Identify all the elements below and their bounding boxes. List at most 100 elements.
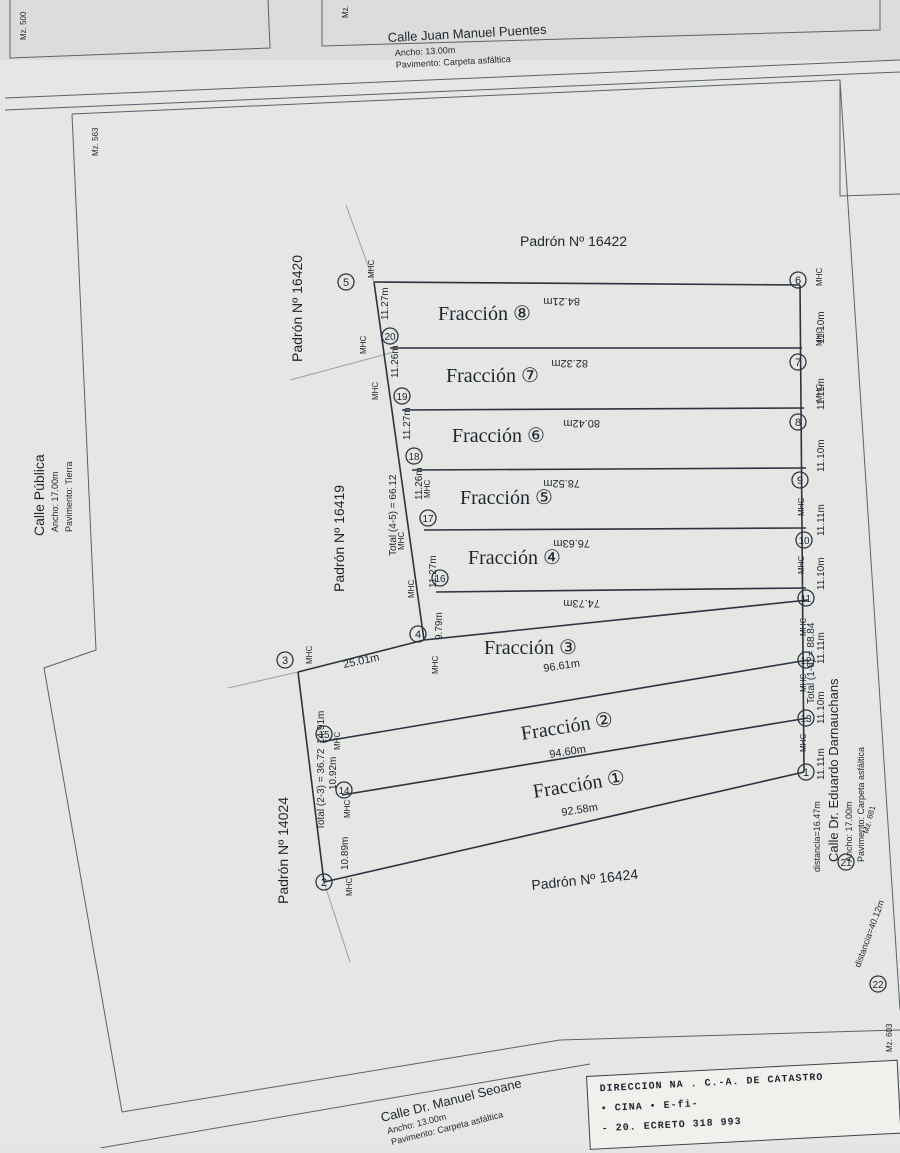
seg-19-20: 11.26m (390, 345, 401, 378)
total-2-3: Total (2-3) = 36.72 (316, 748, 327, 830)
extra-length: 84.21m (543, 295, 580, 307)
block-label-603: Mz. 603 (885, 1023, 894, 1052)
fraction-2-3-line (319, 659, 809, 743)
boundary-14024-top (227, 671, 299, 689)
mhc-18: MHC (423, 480, 432, 498)
svg-text:7: 7 (795, 357, 801, 369)
fraction-1-bottom-line (323, 771, 805, 883)
seg-12-11: 11.11m (816, 632, 827, 664)
seg-10-9: 11.11m (816, 504, 827, 536)
street-south-edge (99, 1063, 591, 1149)
point-13: 13 (797, 709, 815, 727)
svg-text:14: 14 (338, 786, 350, 797)
svg-text:10: 10 (798, 536, 810, 547)
street-west-name: Calle Pública (31, 454, 47, 536)
fraction-3-label: Fracción ③ (484, 637, 577, 659)
padron-16420-label: Padrón Nº 16420 (289, 255, 305, 362)
point-22: 22 (869, 975, 887, 993)
seg-18-19: 11.27m (402, 407, 413, 440)
fraction-1-length: 92.58m (561, 801, 599, 819)
mhc-11: MHC (799, 618, 808, 636)
svg-text:22: 22 (872, 980, 884, 991)
svg-text:21: 21 (840, 858, 852, 869)
fraction-8-length: 82.32m (551, 357, 588, 369)
parcel-3-4-line (297, 639, 425, 673)
svg-text:18: 18 (408, 452, 420, 463)
fraction-3-length: 96.61m (543, 657, 581, 675)
svg-text:4: 4 (415, 629, 421, 641)
svg-text:13: 13 (800, 714, 812, 725)
svg-text:17: 17 (422, 514, 434, 525)
block-main-top (71, 79, 900, 197)
seg-2-14: 10.89m (340, 837, 351, 870)
parcel-west-line (297, 671, 325, 883)
mhc-17: MHC (397, 532, 406, 550)
svg-text:15: 15 (318, 730, 330, 741)
point-11: 11 (797, 589, 815, 607)
seg-11-10: 11.10m (816, 557, 827, 590)
seg-15-3: 14.91m (316, 711, 327, 744)
distance-21: distancia=16.47m (812, 801, 822, 872)
svg-text:6: 6 (795, 275, 801, 287)
fraction-1-2-line (341, 717, 809, 796)
mhc-9: MHC (797, 498, 806, 516)
point-9: 9 (791, 471, 809, 489)
mhc-5: MHC (367, 260, 376, 278)
fraction-3-4-line-stub (423, 599, 809, 641)
seg-9-8: 11.10m (816, 439, 827, 472)
mhc-6: MHC (815, 268, 824, 286)
boundary-14024-bottom (323, 881, 351, 963)
block-main-left (43, 113, 123, 1113)
paper-fold-shadow (0, 0, 900, 60)
svg-text:9: 9 (797, 475, 803, 487)
boundary-16419 (289, 351, 395, 381)
mhc-19: MHC (371, 382, 380, 400)
svg-text:19: 19 (396, 392, 408, 403)
mhc-4: MHC (431, 656, 440, 674)
svg-text:16: 16 (434, 574, 446, 585)
street-west-width: Ancho: 17.00m (50, 471, 60, 532)
point-15: 15 (315, 725, 333, 743)
svg-text:2: 2 (321, 877, 327, 889)
point-12: 12 (797, 651, 815, 669)
seg-17-18: 11.26m (414, 467, 425, 500)
mhc-8: MHC (815, 384, 824, 402)
block-label-top-right: Mz. (341, 5, 350, 18)
mhc-7: MHC (815, 328, 824, 346)
fraction-5-length: 76.63m (553, 537, 590, 549)
street-east-width: Ancho: 17.00m (844, 801, 854, 862)
block-main-right (839, 79, 900, 1011)
block-label-563: Mz. 563 (91, 127, 100, 156)
point-7: 7 (789, 353, 807, 371)
point-20: 20 (381, 327, 399, 345)
stamp-line-2: • CINA • E-fi- (600, 1099, 699, 1116)
seg-7-6: 11.10m (816, 311, 827, 344)
point-17: 17 (419, 509, 437, 527)
fraction-7-label: Fracción ⑦ (446, 365, 539, 387)
street-north-edge (4, 71, 900, 111)
point-2: 2 (315, 873, 333, 891)
point-6: 6 (789, 271, 807, 289)
seg-1-13: 11.11m (816, 748, 827, 780)
seg-13-12: 11.10m (816, 691, 827, 724)
fraction-2-length: 94.60m (549, 743, 587, 761)
svg-text:5: 5 (343, 277, 349, 289)
street-east-pavement: Pavimento: Carpeta asfáltica (856, 747, 866, 862)
street-west-pavement: Pavimento: Tierra (64, 461, 74, 532)
parcel-4-5-line (373, 281, 425, 641)
mhc-10: MHC (797, 556, 806, 574)
stamp-line-3: - 20. ECRETO 318 993 (601, 1116, 742, 1136)
mhc-20: MHC (359, 336, 368, 354)
parcel-5-6-line (373, 281, 801, 286)
fraction-3-4-line (435, 587, 807, 593)
fraction-5-6-line (411, 467, 807, 471)
block-label-500: Mz. 500 (19, 11, 28, 40)
svg-text:8: 8 (795, 417, 801, 429)
mhc-14: MHC (343, 800, 352, 818)
point-8: 8 (789, 413, 807, 431)
fraction-8-label: Fracción ⑧ (438, 303, 531, 325)
mhc-12: MHC (799, 674, 808, 692)
total-4-5: Total (4-5) = 66.12 (388, 474, 399, 556)
point-16: 16 (431, 569, 449, 587)
